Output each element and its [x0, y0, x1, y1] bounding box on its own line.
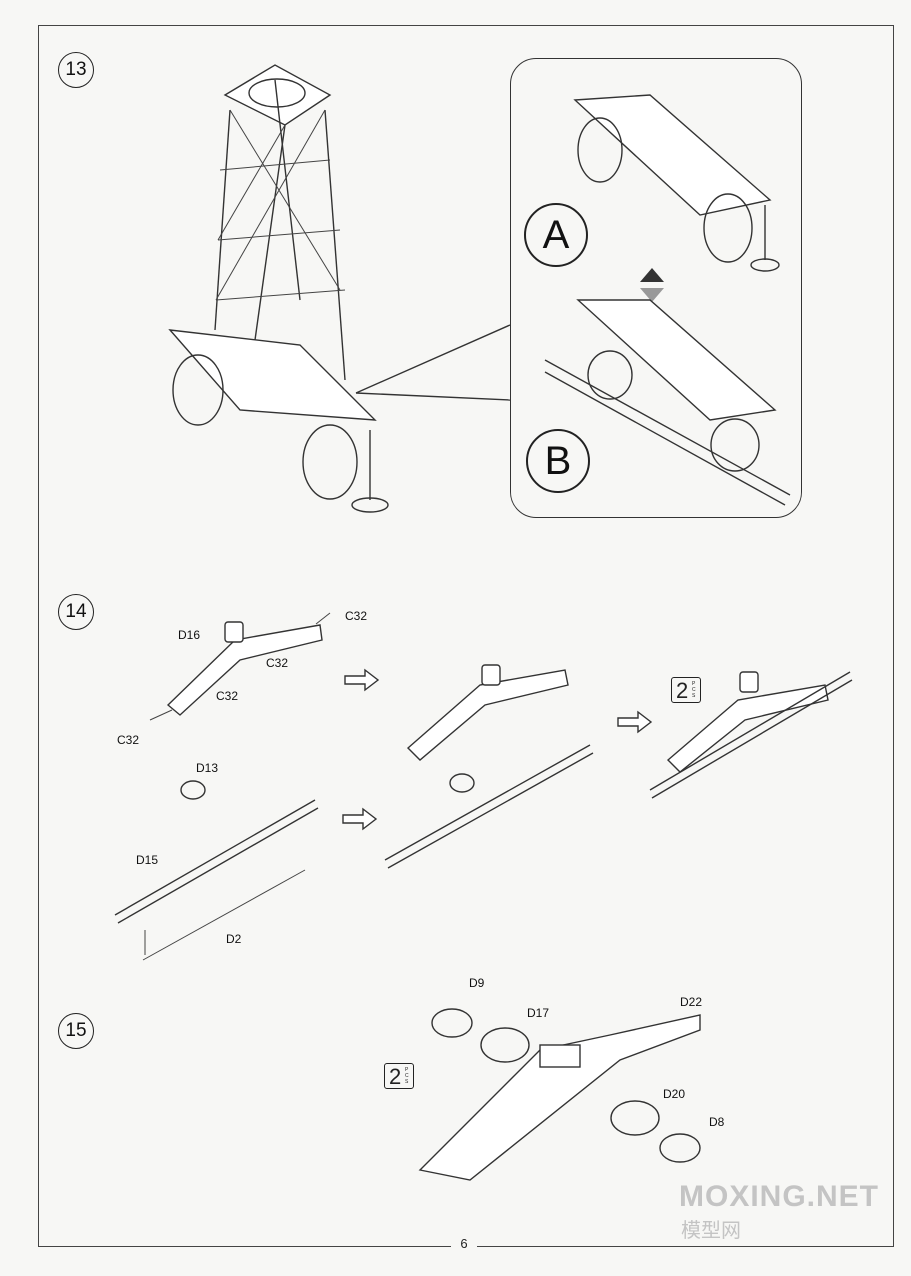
- arrow-right-3: [342, 807, 378, 831]
- page-number: 6: [451, 1236, 477, 1251]
- up-down-arrow: [640, 268, 664, 302]
- part-label-d9: D9: [469, 976, 485, 990]
- axle-complete-drawing: [649, 671, 853, 799]
- step-number-13: 13: [58, 52, 94, 88]
- part-label-c32-left: C32: [117, 733, 140, 747]
- bolster-arm-d16-drawing: [149, 612, 331, 721]
- part-label-d15: D15: [136, 853, 159, 867]
- part-label-c32-top: C32: [345, 609, 368, 623]
- axle-assembled-drawing: [384, 744, 594, 869]
- quantity-unit: PCS: [405, 1067, 409, 1085]
- inset-view-b-drawing: [544, 299, 791, 506]
- callout-line-top: [355, 324, 511, 394]
- inset-view-a-drawing: [573, 94, 780, 272]
- part-label-d17: D17: [527, 1006, 550, 1020]
- callout-line-bottom: [355, 392, 511, 401]
- bolster-assembled-drawing: [406, 664, 569, 761]
- quantity-unit: PCS: [692, 681, 696, 699]
- part-label-d22: D22: [680, 995, 703, 1009]
- view-b-label: B: [526, 429, 590, 493]
- quantity-badge-step14: 2 PCS: [671, 677, 701, 703]
- part-label-d13: D13: [196, 761, 219, 775]
- frame-assembly-drawing: [418, 1008, 701, 1181]
- axle-d15-drawing: [114, 780, 319, 961]
- part-label-c32-low: C32: [216, 689, 239, 703]
- quantity-count: 2: [676, 678, 689, 703]
- step-number-15: 15: [58, 1013, 94, 1049]
- tower-assembly-drawing: [168, 64, 389, 513]
- quantity-badge-step15: 2 PCS: [384, 1063, 414, 1089]
- part-label-d20: D20: [663, 1087, 686, 1101]
- arrow-right-1: [344, 668, 380, 692]
- step13-detail-inset: [510, 58, 802, 518]
- part-label-d16: D16: [178, 628, 201, 642]
- step-number-14: 14: [58, 594, 94, 630]
- watermark-text: MOXING.NET: [679, 1180, 880, 1213]
- quantity-count: 2: [389, 1064, 402, 1089]
- part-label-d8: D8: [709, 1115, 725, 1129]
- watermark-subtext: 模型网: [681, 1220, 741, 1242]
- part-label-d2: D2: [226, 932, 242, 946]
- arrow-right-2: [617, 710, 653, 734]
- part-label-c32-mid: C32: [266, 656, 289, 670]
- view-a-label: A: [524, 203, 588, 267]
